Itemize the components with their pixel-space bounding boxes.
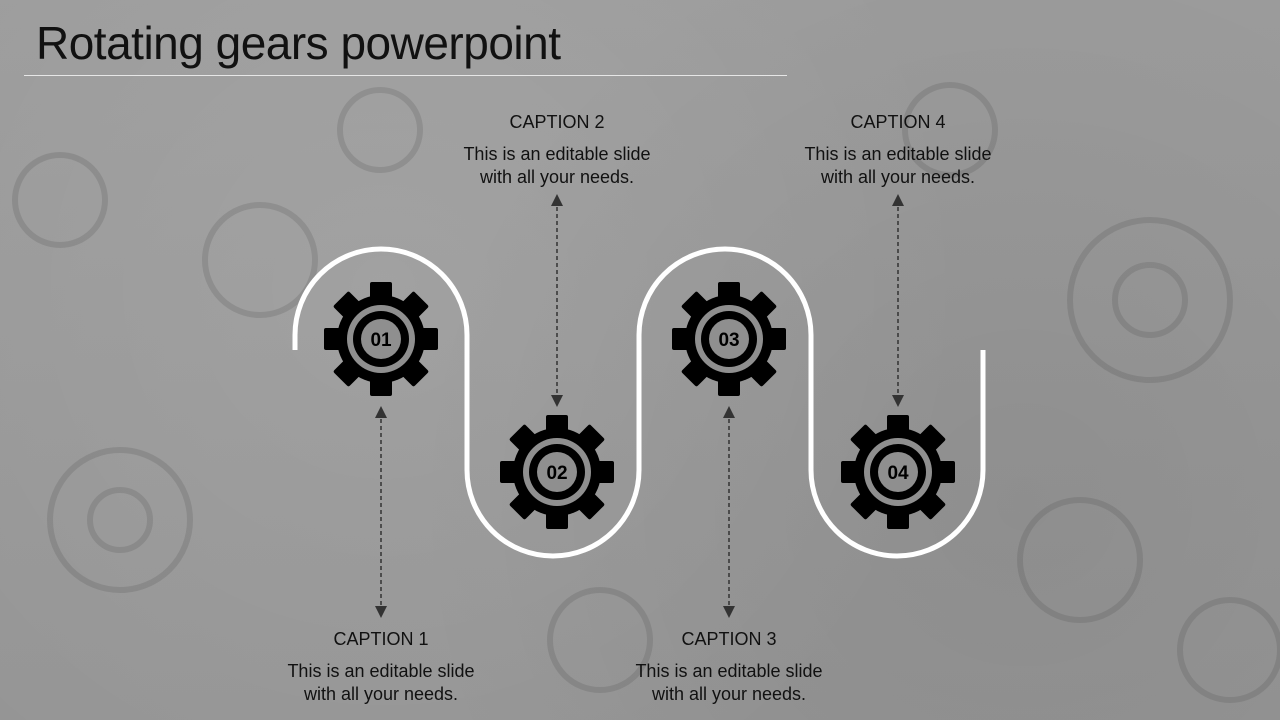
step-3-gear: 03 <box>672 282 786 396</box>
serpentine-path <box>292 246 986 559</box>
step-4-gear: 04 <box>841 415 955 529</box>
caption-1-title: CAPTION 1 <box>333 629 429 649</box>
caption-4-line1: This is an editable slide <box>804 144 992 164</box>
step-2-number: 02 <box>546 463 567 484</box>
caption-2-line2: with all your needs. <box>479 167 635 187</box>
caption-2-title: CAPTION 2 <box>509 112 605 132</box>
caption-3-line1: This is an editable slide <box>635 661 823 681</box>
caption-4: CAPTION 4 This is an editable slide with … <box>778 112 1018 189</box>
step-1-number: 01 <box>370 330 392 351</box>
caption-3-title: CAPTION 3 <box>681 629 777 649</box>
step-2-gear: 02 <box>500 415 614 529</box>
caption-1: CAPTION 1 This is an editable slide with … <box>261 629 501 706</box>
step-4-number: 04 <box>887 463 909 484</box>
step-1-gear: 01 <box>324 282 438 396</box>
slide-title: Rotating gears powerpoint <box>36 17 561 69</box>
caption-3-line2: with all your needs. <box>651 684 807 704</box>
caption-2-line1: This is an editable slide <box>463 144 651 164</box>
step-3-number: 03 <box>718 330 739 351</box>
caption-4-line2: with all your needs. <box>820 167 976 187</box>
title-underline <box>24 75 787 76</box>
caption-2: CAPTION 2 This is an editable slide with … <box>437 112 677 189</box>
caption-1-line1: This is an editable slide <box>287 661 475 681</box>
caption-1-line2: with all your needs. <box>303 684 459 704</box>
caption-3: CAPTION 3 This is an editable slide with … <box>609 629 849 706</box>
caption-4-title: CAPTION 4 <box>850 112 946 132</box>
